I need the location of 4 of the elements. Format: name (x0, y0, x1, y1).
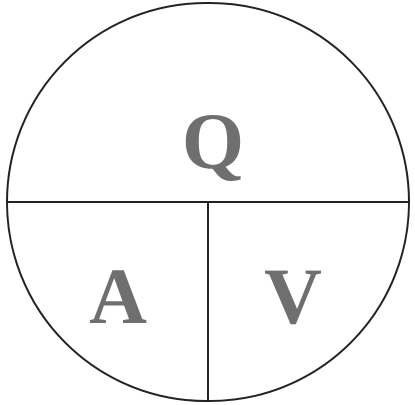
circle-outline (6, 2, 410, 402)
segment-letter: V (238, 249, 348, 344)
segment-letter: A (63, 249, 173, 344)
segment-letter: Q (158, 94, 268, 189)
